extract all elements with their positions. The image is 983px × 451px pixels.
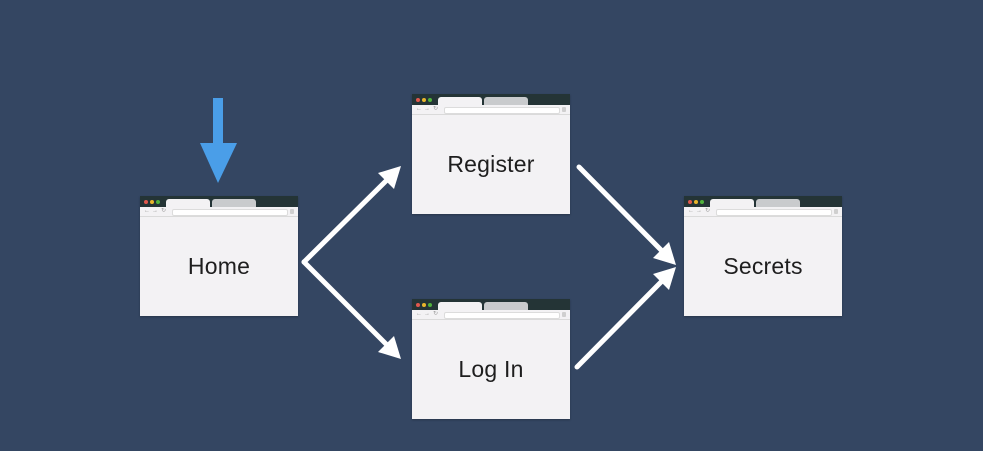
login-label: Log In bbox=[458, 355, 524, 382]
arrow-home-to-login bbox=[301, 259, 401, 359]
close-dot-icon bbox=[688, 200, 692, 204]
browser-tab-active bbox=[166, 199, 210, 207]
browser-tab-active bbox=[438, 97, 482, 105]
browser-titlebar bbox=[412, 299, 570, 310]
browser-tab-inactive bbox=[484, 97, 528, 105]
reload-icon: ↻ bbox=[433, 311, 439, 317]
login-page-window: ← → ↻ Log In bbox=[412, 299, 570, 419]
minimize-dot-icon bbox=[150, 200, 154, 204]
entry-arrow bbox=[200, 98, 237, 183]
back-arrow-icon: ← bbox=[144, 208, 150, 214]
menu-icon bbox=[290, 209, 294, 214]
close-dot-icon bbox=[416, 98, 420, 102]
back-arrow-icon: ← bbox=[416, 311, 422, 317]
secrets-label: Secrets bbox=[723, 252, 803, 279]
back-arrow-icon: ← bbox=[688, 208, 694, 214]
maximize-dot-icon bbox=[428, 98, 432, 102]
reload-icon: ↻ bbox=[161, 208, 167, 214]
arrow-register-to-secrets bbox=[576, 164, 676, 265]
maximize-dot-icon bbox=[700, 200, 704, 204]
browser-titlebar bbox=[684, 196, 842, 207]
forward-arrow-icon: → bbox=[696, 208, 702, 214]
forward-arrow-icon: → bbox=[424, 311, 430, 317]
forward-arrow-icon: → bbox=[424, 106, 430, 112]
arrow-login-to-secrets bbox=[574, 267, 676, 370]
address-bar bbox=[444, 107, 560, 114]
close-dot-icon bbox=[416, 303, 420, 307]
register-page-window: ← → ↻ Register bbox=[412, 94, 570, 214]
register-label: Register bbox=[447, 150, 535, 177]
browser-tab-inactive bbox=[212, 199, 256, 207]
maximize-dot-icon bbox=[428, 303, 432, 307]
home-label: Home bbox=[187, 252, 251, 279]
minimize-dot-icon bbox=[422, 98, 426, 102]
browser-tab-inactive bbox=[756, 199, 800, 207]
menu-icon bbox=[562, 312, 566, 317]
browser-tab-active bbox=[438, 302, 482, 310]
browser-titlebar bbox=[412, 94, 570, 105]
address-bar bbox=[172, 209, 288, 216]
menu-icon bbox=[562, 107, 566, 112]
browser-tab-active bbox=[710, 199, 754, 207]
secrets-page-window: ← → ↻ Secrets bbox=[684, 196, 842, 316]
close-dot-icon bbox=[144, 200, 148, 204]
minimize-dot-icon bbox=[694, 200, 698, 204]
back-arrow-icon: ← bbox=[416, 106, 422, 112]
browser-titlebar bbox=[140, 196, 298, 207]
arrow-home-to-register bbox=[301, 166, 401, 265]
minimize-dot-icon bbox=[422, 303, 426, 307]
maximize-dot-icon bbox=[156, 200, 160, 204]
address-bar bbox=[444, 312, 560, 319]
browser-tab-inactive bbox=[484, 302, 528, 310]
home-page-window: ← → ↻ Home bbox=[140, 196, 298, 316]
reload-icon: ↻ bbox=[705, 208, 711, 214]
menu-icon bbox=[834, 209, 838, 214]
reload-icon: ↻ bbox=[433, 106, 439, 112]
forward-arrow-icon: → bbox=[152, 208, 158, 214]
address-bar bbox=[716, 209, 832, 216]
